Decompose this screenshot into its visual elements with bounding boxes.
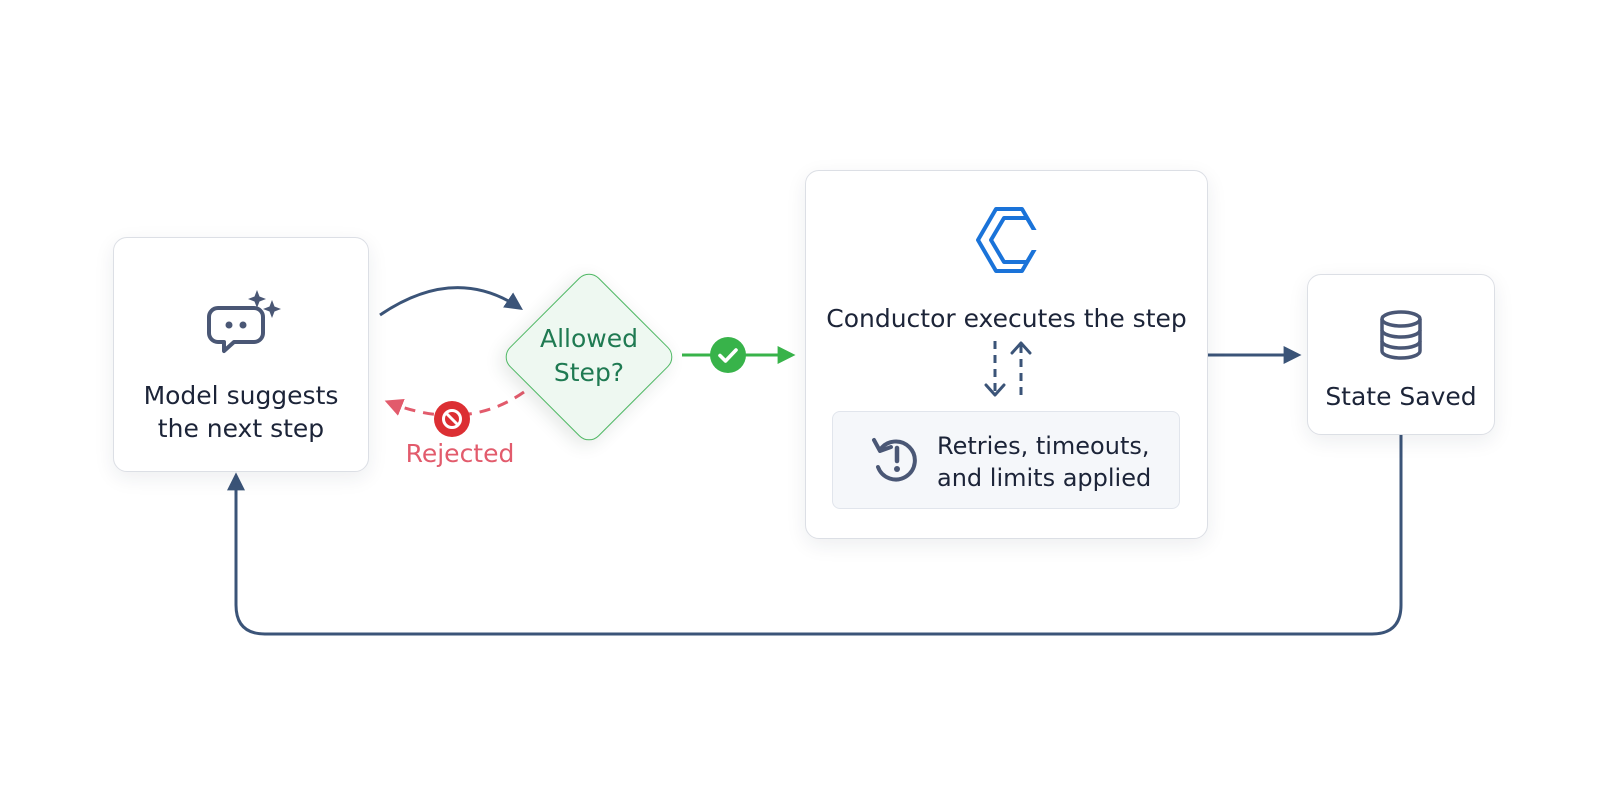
arrow-decision-rejected: [384, 390, 525, 417]
model-suggests-node: Model suggests the next step: [113, 237, 369, 472]
retry-policy-text: Retries, timeouts, and limits applied: [937, 432, 1152, 492]
model-suggests-label: Model suggests the next step: [143, 381, 339, 443]
block-icon: [442, 409, 462, 429]
arrow-state-loop-back: [227, 435, 1403, 636]
approved-check-badge: [710, 337, 746, 373]
retry-alert-icon: [872, 438, 917, 482]
chat-sparkle-icon: [207, 290, 281, 353]
check-icon: [718, 348, 738, 363]
conductor-logo-icon: [976, 207, 1044, 273]
conductor-executes-node: Conductor executes the step Retries, tim…: [805, 170, 1208, 539]
allowed-step-decision: Allowed Step?: [498, 266, 680, 448]
conductor-label: Conductor executes the step: [826, 304, 1187, 333]
rejected-label: Rejected: [405, 439, 515, 468]
decision-label: Allowed Step?: [540, 324, 638, 387]
rejected-block-badge: [434, 401, 470, 437]
state-saved-node: State Saved: [1307, 274, 1495, 435]
arrow-model-to-decision: [379, 286, 523, 317]
retry-policy-box: Retries, timeouts, and limits applied: [832, 411, 1180, 509]
database-icon: [1380, 310, 1422, 360]
state-saved-label: State Saved: [1325, 382, 1477, 411]
bidirectional-dashed-arrows: [984, 341, 1032, 397]
